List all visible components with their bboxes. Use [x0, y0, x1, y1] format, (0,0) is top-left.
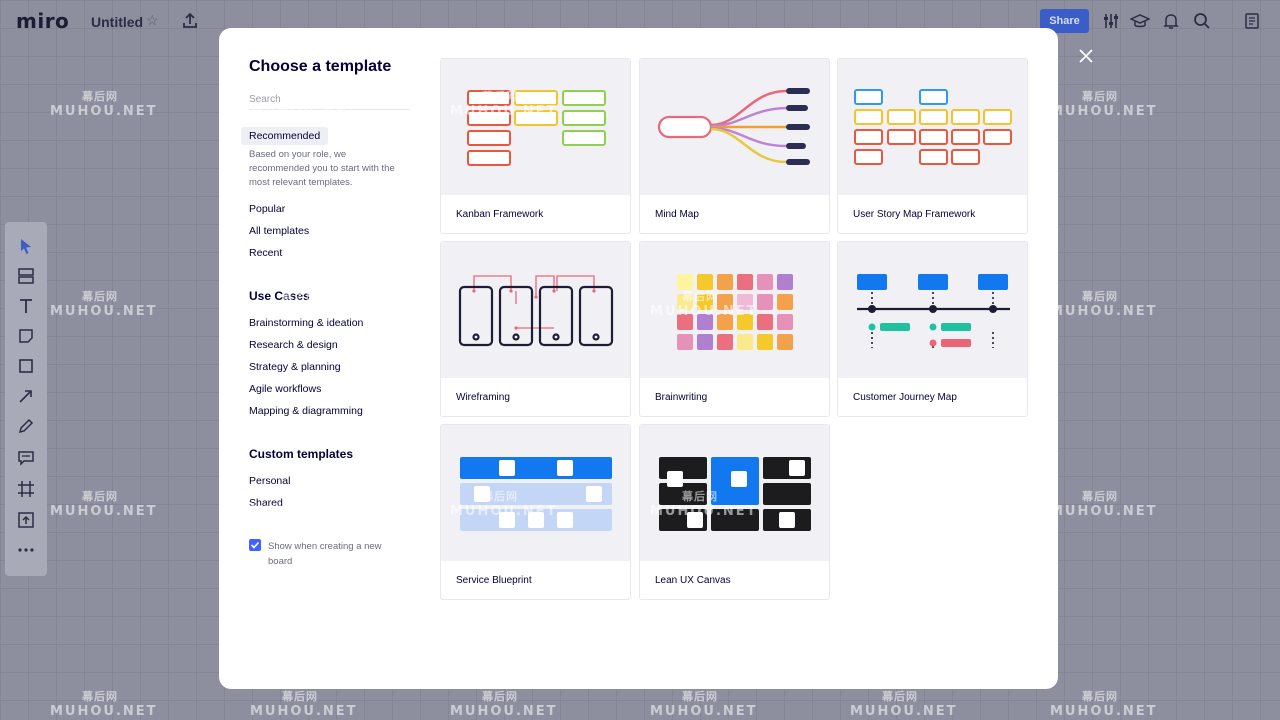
select-cursor-icon[interactable] [16, 236, 36, 256]
template-card-lean-ux[interactable]: Lean UX Canvas [639, 424, 830, 600]
learning-hat-icon[interactable] [1130, 11, 1150, 31]
sticky-note-icon[interactable] [16, 326, 36, 346]
search-icon[interactable] [1192, 11, 1212, 31]
templates-icon[interactable] [16, 266, 36, 286]
nav-recommended[interactable]: Recommended [241, 127, 329, 145]
nav-recent[interactable]: Recent [249, 247, 283, 259]
custom-templates-heading: Custom templates [249, 447, 354, 461]
upload-icon[interactable] [16, 510, 36, 530]
user-story-map-thumbnail [838, 59, 1027, 195]
lean-ux-thumbnail [640, 425, 829, 561]
template-name: Kanban Framework [456, 209, 544, 220]
left-toolbar [5, 222, 47, 576]
miro-logo[interactable]: miro [16, 9, 70, 33]
nav-all-templates[interactable]: All templates [249, 225, 310, 237]
customer-journey-thumbnail [838, 242, 1027, 378]
template-picker-modal: Choose a template Recommended Based on y… [219, 28, 1058, 689]
template-card-brainwriting[interactable]: Brainwriting [639, 241, 830, 417]
shape-tool-icon[interactable] [16, 356, 36, 376]
search-input[interactable] [249, 90, 410, 110]
more-tools-icon[interactable] [16, 540, 36, 560]
template-card-mind-map[interactable]: Mind Map [639, 58, 830, 234]
use-case-agile[interactable]: Agile workflows [249, 383, 322, 395]
settings-sliders-icon[interactable] [1101, 11, 1121, 31]
use-case-brainstorming[interactable]: Brainstorming & ideation [249, 317, 364, 329]
pen-icon[interactable] [16, 416, 36, 436]
show-when-creating-label: Show when creating a new board [268, 541, 382, 567]
mind-map-thumbnail [640, 59, 829, 195]
use-case-research[interactable]: Research & design [249, 339, 338, 351]
wireframing-thumbnail [441, 242, 630, 378]
custom-personal[interactable]: Personal [249, 475, 291, 487]
notifications-bell-icon[interactable] [1161, 11, 1181, 31]
template-name: User Story Map Framework [853, 209, 976, 220]
kanban-thumbnail [441, 59, 630, 195]
connection-line-icon[interactable] [16, 386, 36, 406]
brainwriting-thumbnail [640, 242, 829, 378]
template-card-kanban[interactable]: Kanban Framework [440, 58, 631, 234]
template-card-wireframing[interactable]: Wireframing [440, 241, 631, 417]
use-case-mapping[interactable]: Mapping & diagramming [249, 405, 363, 417]
export-icon[interactable] [180, 11, 200, 31]
template-name: Customer Journey Map [853, 392, 957, 403]
recommended-description: Based on your role, we recommended you t… [249, 149, 395, 188]
frame-icon[interactable] [16, 479, 36, 499]
modal-title: Choose a template [249, 58, 392, 75]
custom-shared[interactable]: Shared [249, 497, 283, 509]
board-title[interactable]: Untitled [91, 14, 144, 30]
use-case-strategy[interactable]: Strategy & planning [249, 361, 341, 373]
template-name: Brainwriting [655, 392, 708, 403]
nav-popular[interactable]: Popular [249, 203, 286, 215]
checkmark-icon [250, 541, 260, 549]
share-button[interactable]: Share [1040, 9, 1089, 33]
use-cases-heading: Use Cases [249, 289, 310, 303]
top-bar: miro Untitled ☆ Share [0, 0, 1280, 42]
show-when-creating-checkbox[interactable] [249, 539, 261, 551]
template-name: Wireframing [456, 392, 510, 403]
comment-icon[interactable] [16, 448, 36, 468]
close-icon[interactable] [1076, 46, 1096, 66]
template-card-user-story-map[interactable]: User Story Map Framework [837, 58, 1028, 234]
template-name: Mind Map [655, 209, 699, 220]
service-blueprint-thumbnail [441, 425, 630, 561]
template-name: Service Blueprint [456, 575, 532, 586]
template-name: Lean UX Canvas [655, 575, 731, 586]
text-tool-icon[interactable] [16, 296, 36, 316]
board-menu-icon[interactable] [1242, 11, 1262, 31]
star-icon[interactable]: ☆ [146, 12, 159, 28]
template-card-customer-journey[interactable]: Customer Journey Map [837, 241, 1028, 417]
template-card-service-blueprint[interactable]: Service Blueprint [440, 424, 631, 600]
